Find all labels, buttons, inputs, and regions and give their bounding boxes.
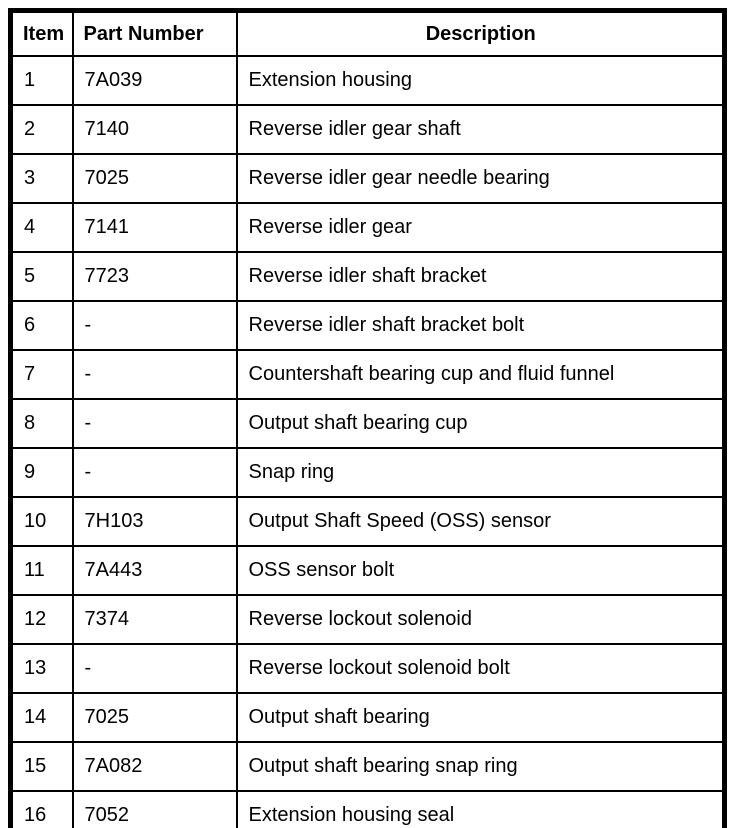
item-cell: 14 (9, 692, 74, 743)
part-number-cell: - (71, 643, 238, 694)
item-cell: 4 (9, 202, 74, 253)
description-cell: Snap ring (235, 447, 726, 498)
part-number-cell: - (71, 300, 238, 351)
item-cell: 13 (9, 643, 74, 694)
item-cell: 3 (9, 153, 74, 204)
part-number-cell: 7374 (71, 594, 238, 645)
table-row: 8-Output shaft bearing cup (9, 398, 726, 449)
description-cell: OSS sensor bolt (235, 545, 726, 596)
part-number-cell: 7141 (71, 202, 238, 253)
item-cell: 15 (9, 741, 74, 792)
description-cell: Reverse idler gear (235, 202, 726, 253)
item-cell: 6 (9, 300, 74, 351)
description-cell: Output shaft bearing (235, 692, 726, 743)
item-cell: 9 (9, 447, 74, 498)
table-row: 7-Countershaft bearing cup and fluid fun… (9, 349, 726, 400)
description-cell: Reverse idler gear shaft (235, 104, 726, 155)
item-cell: 2 (9, 104, 74, 155)
description-cell: Extension housing seal (235, 790, 726, 828)
part-number-cell: - (71, 447, 238, 498)
part-number-cell: 7H103 (71, 496, 238, 547)
table-row: 6-Reverse idler shaft bracket bolt (9, 300, 726, 351)
item-cell: 10 (9, 496, 74, 547)
part-number-cell: - (71, 349, 238, 400)
description-cell: Reverse lockout solenoid (235, 594, 726, 645)
column-header-part-number: Part Number (71, 9, 238, 57)
table-row: 9-Snap ring (9, 447, 726, 498)
part-number-cell: - (71, 398, 238, 449)
item-cell: 12 (9, 594, 74, 645)
part-number-cell: 7025 (71, 153, 238, 204)
description-cell: Reverse lockout solenoid bolt (235, 643, 726, 694)
item-cell: 8 (9, 398, 74, 449)
table-row: 13-Reverse lockout solenoid bolt (9, 643, 726, 694)
description-cell: Output Shaft Speed (OSS) sensor (235, 496, 726, 547)
part-number-cell: 7140 (71, 104, 238, 155)
part-number-cell: 7A082 (71, 741, 238, 792)
item-cell: 5 (9, 251, 74, 302)
description-cell: Output shaft bearing snap ring (235, 741, 726, 792)
description-cell: Reverse idler shaft bracket bolt (235, 300, 726, 351)
item-cell: 1 (9, 55, 74, 106)
part-number-cell: 7025 (71, 692, 238, 743)
column-header-item: Item (9, 9, 74, 57)
table-header-row: Item Part Number Description (9, 9, 726, 57)
description-cell: Countershaft bearing cup and fluid funne… (235, 349, 726, 400)
column-header-description: Description (235, 9, 726, 57)
item-cell: 11 (9, 545, 74, 596)
item-cell: 7 (9, 349, 74, 400)
description-cell: Reverse idler gear needle bearing (235, 153, 726, 204)
description-cell: Output shaft bearing cup (235, 398, 726, 449)
part-number-cell: 7052 (71, 790, 238, 828)
part-number-cell: 7723 (71, 251, 238, 302)
item-cell: 16 (9, 790, 74, 828)
part-number-cell: 7A443 (71, 545, 238, 596)
part-number-cell: 7A039 (71, 55, 238, 106)
description-cell: Extension housing (235, 55, 726, 106)
description-cell: Reverse idler shaft bracket (235, 251, 726, 302)
